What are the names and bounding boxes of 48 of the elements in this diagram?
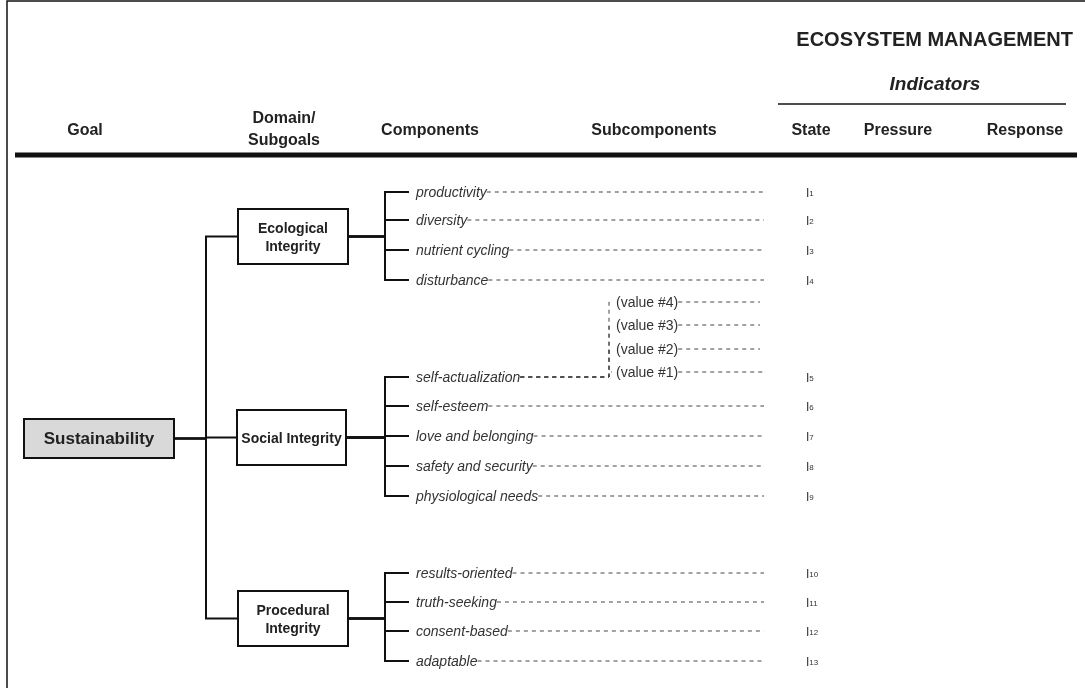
component-label: self-actualization [409,367,521,387]
component-label: physiological needs [409,486,539,506]
column-heading: State [790,120,832,140]
dashed-connector [677,371,765,373]
dashed-connector [677,348,761,350]
column-heading: Domain/ Subgoals [247,108,321,150]
component-label: nutrient cycling [409,240,510,260]
column-heading: Components [380,120,480,140]
component-label: safety and security [409,456,533,476]
domain-box: Social Integrity [236,409,347,466]
component-label: love and belonging [409,426,534,446]
column-heading: Subcomponents [590,120,718,140]
component-label: results-oriented [409,563,513,583]
dashed-connector [486,191,765,193]
column-heading: Goal [66,120,104,140]
column-heading: Response [985,120,1065,140]
goal-box: Sustainability [23,418,175,459]
component-label: self-esteem [409,396,489,416]
dashed-connector [677,301,761,303]
component-label: adaptable [409,651,478,671]
dashed-connector [487,405,765,407]
dashed-connector [477,660,765,662]
connector-line [174,437,238,620]
group-heading: Indicators [888,73,982,95]
component-label: productivity [409,182,487,202]
title: ECOSYSTEM MANAGEMENT [796,28,1073,51]
component-label: truth-seeking [409,592,497,612]
component-label: disturbance [409,270,489,290]
dashed-connector [533,435,765,437]
value-label: (value #3) [612,315,679,335]
value-label: (value #1) [612,362,679,382]
component-label: diversity [409,210,468,230]
dashed-connector [496,601,765,603]
dashed-connector [466,219,765,221]
component-label: consent-based [409,621,508,641]
column-heading: Pressure [862,120,934,140]
value-label: (value #4) [612,292,679,312]
domain-box: Procedural Integrity [237,590,349,647]
dashed-connector [677,324,761,326]
value-label: (value #2) [612,339,679,359]
dashed-connector [519,371,613,378]
dashed-connector [512,572,765,574]
dashed-connector [537,495,765,497]
connector-line [348,617,410,662]
connector-line [348,235,410,281]
domain-box: Ecological Integrity [237,208,349,265]
dashed-connector [487,279,765,281]
connector-line [346,436,410,497]
